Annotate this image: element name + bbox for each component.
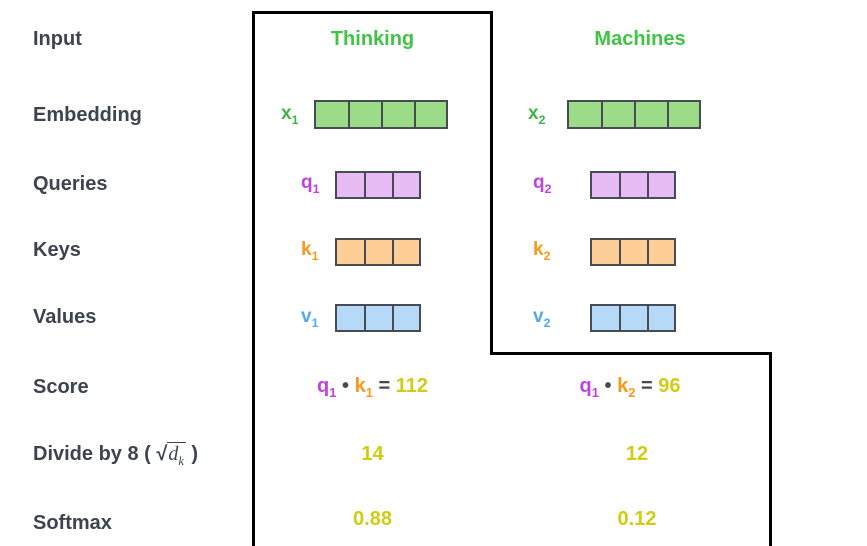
k2-key-vector	[590, 238, 676, 266]
vector-cell	[646, 173, 674, 197]
outline-right-upper	[490, 11, 493, 355]
vector-cell	[592, 306, 620, 330]
row-label-values: Values	[33, 306, 97, 328]
vector-cell	[592, 173, 620, 197]
vector-cell	[391, 306, 419, 330]
column-header-machines: Machines	[594, 28, 686, 50]
vector-cell	[646, 240, 674, 264]
x2-embedding-vector	[567, 100, 701, 129]
equals-sign: =	[378, 375, 391, 397]
divided-thinking: 14	[361, 443, 384, 465]
q2-query-vector	[590, 171, 676, 199]
vector-cell	[380, 102, 414, 127]
divide-prefix: Divide by 8 (	[33, 443, 157, 465]
v1-value-vector	[335, 304, 421, 332]
row-label-divide: Divide by 8 ( √dk )	[33, 442, 199, 469]
row-label-queries: Queries	[33, 173, 108, 195]
radicand-d: d	[168, 443, 179, 465]
k2-label: k2	[533, 239, 551, 263]
divided-machines: 12	[625, 443, 649, 465]
k1-key-vector	[335, 238, 421, 266]
vector-cell	[619, 173, 647, 197]
score-thinking: q1 • k1 = 112	[316, 375, 429, 400]
vector-cell	[592, 240, 620, 264]
v2-label: v2	[533, 306, 551, 330]
v1-label: v1	[301, 306, 319, 330]
score-value: 96	[658, 375, 681, 397]
x1-embedding-vector	[314, 100, 448, 129]
vector-cell	[337, 173, 365, 197]
q2-label: q2	[533, 172, 552, 196]
q1-query-vector	[335, 171, 421, 199]
dot-operator: •	[342, 375, 350, 397]
vector-cell	[666, 102, 700, 127]
sqrt-symbol: √	[156, 443, 168, 465]
vector-cell	[633, 102, 667, 127]
v2-value-vector	[590, 304, 676, 332]
vector-cell	[364, 306, 392, 330]
q1-label: q1	[301, 172, 320, 196]
outline-left	[252, 11, 255, 546]
row-label-input: Input	[33, 28, 82, 50]
row-label-score: Score	[33, 376, 89, 398]
row-label-softmax: Softmax	[33, 512, 112, 534]
vector-cell	[619, 306, 647, 330]
vector-cell	[601, 102, 634, 127]
divide-suffix: )	[185, 443, 199, 465]
outline-right-lower	[769, 352, 772, 546]
column-header-thinking: Thinking	[330, 28, 415, 50]
x2-label: x2	[528, 103, 546, 127]
vector-cell	[364, 240, 392, 264]
radicand-sub-k: k	[178, 454, 184, 468]
equals-sign: =	[641, 375, 653, 397]
outline-top	[252, 11, 493, 14]
outline-step	[490, 352, 772, 355]
vector-cell	[569, 102, 602, 127]
x1-label: x1	[281, 103, 299, 127]
score-value: 112	[395, 375, 429, 397]
vector-cell	[348, 102, 381, 127]
score-machines: q1 • k2 = 96	[579, 375, 681, 400]
vector-cell	[316, 102, 349, 127]
softmax-thinking: 0.88	[353, 508, 392, 530]
vector-cell	[391, 173, 419, 197]
vector-cell	[337, 306, 365, 330]
k1-label: k1	[301, 239, 319, 263]
divide-radicand: dk	[167, 442, 186, 468]
vector-cell	[619, 240, 647, 264]
row-label-embedding: Embedding	[33, 104, 142, 126]
row-label-keys: Keys	[33, 239, 81, 261]
vector-cell	[413, 102, 447, 127]
vector-cell	[646, 306, 674, 330]
vector-cell	[337, 240, 365, 264]
softmax-machines: 0.12	[617, 508, 657, 530]
vector-cell	[364, 173, 392, 197]
vector-cell	[391, 240, 419, 264]
dot-operator: •	[604, 375, 612, 397]
